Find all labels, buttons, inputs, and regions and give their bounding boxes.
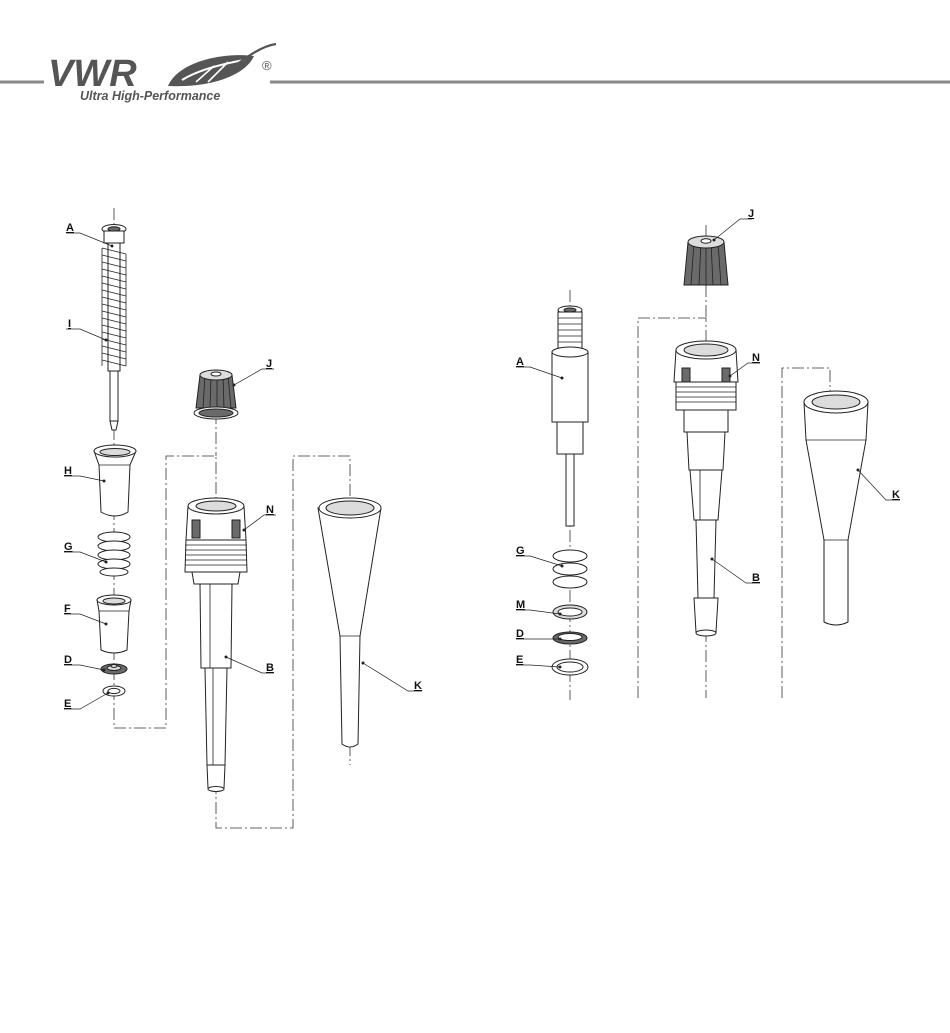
left-assembly: A I H G F D E J N B K: [64, 208, 422, 828]
right-assembly: J N A K G B M D E: [516, 208, 900, 700]
label-left-b: B: [266, 662, 274, 674]
label-right-m: M: [516, 599, 525, 611]
part-a-plunger: [102, 225, 126, 431]
label-left-i: I: [68, 318, 71, 330]
label-left-a: A: [66, 222, 74, 234]
label-left-e: E: [64, 698, 71, 710]
label-right-d: D: [516, 628, 524, 640]
logo-tagline: Ultra High-Performance: [80, 89, 220, 103]
part-j-cap-r: [684, 236, 728, 285]
label-right-j: J: [748, 208, 754, 220]
part-b-barrel-r: [684, 410, 728, 636]
part-d-valve-r: [553, 632, 587, 644]
label-right-e: E: [516, 654, 523, 666]
part-k-cone: [318, 498, 381, 747]
label-left-g: G: [64, 541, 73, 553]
part-g-spring: [98, 532, 130, 576]
part-j-cap: [194, 370, 238, 419]
label-left-j: J: [266, 358, 272, 370]
label-left-d: D: [64, 654, 72, 666]
label-right-g: G: [516, 545, 525, 557]
part-b-barrel: [200, 584, 232, 792]
part-a-plunger-r: [552, 306, 588, 526]
part-g-spring-r: [553, 550, 587, 588]
label-left-f: F: [64, 603, 71, 615]
header: VWR ® Ultra High-Performance: [0, 44, 950, 103]
label-right-k: K: [892, 489, 900, 501]
label-left-n: N: [266, 504, 274, 516]
vwr-logo: VWR ® Ultra High-Performance: [48, 44, 276, 103]
label-left-k: K: [414, 680, 422, 692]
label-left-h: H: [64, 465, 72, 477]
logo-registered: ®: [262, 58, 272, 73]
part-m-seal-r: [553, 605, 587, 619]
label-right-n: N: [752, 352, 760, 364]
label-right-b: B: [752, 572, 760, 584]
part-n-nut-r: [674, 341, 738, 410]
part-e-oring: [103, 686, 125, 696]
part-n-nut: [185, 498, 247, 584]
label-right-a: A: [516, 356, 524, 368]
part-k-cone-r: [804, 391, 868, 625]
part-f-sleeve: [97, 595, 131, 653]
